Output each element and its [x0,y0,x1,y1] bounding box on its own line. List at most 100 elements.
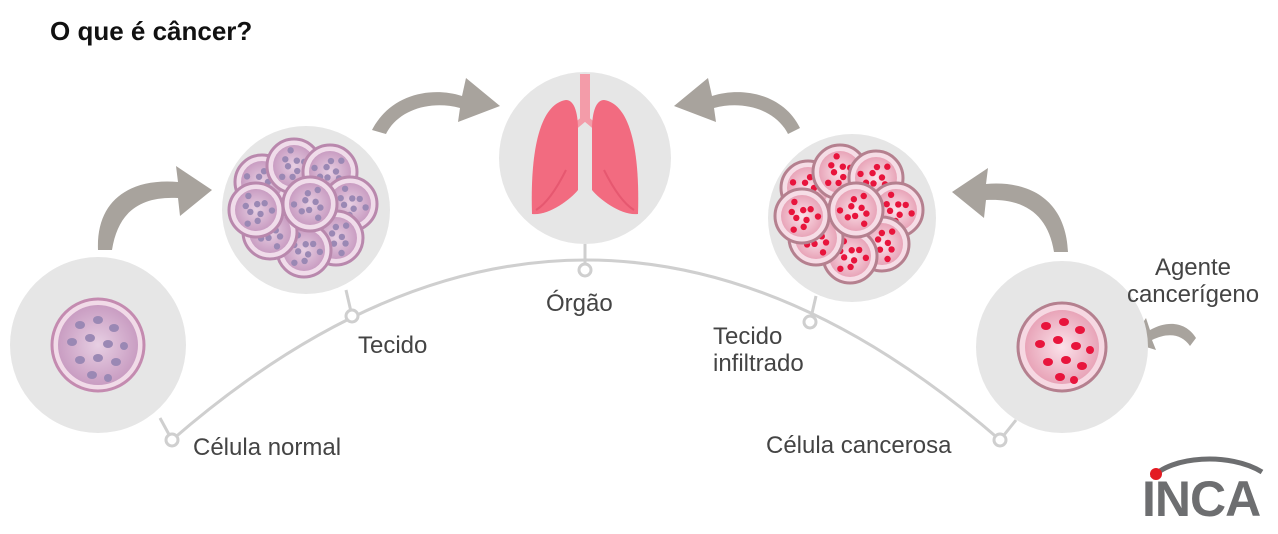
infiltrated-nucleus [837,265,844,272]
infiltrated-nucleus [862,254,870,262]
infiltrated-nucleus [850,257,858,264]
infiltrated-nucleus [840,254,848,261]
infiltrated-nucleus [814,213,822,220]
infiltrated-nucleus [858,204,865,212]
infiltrated-nucleus [896,211,903,218]
tissue-nucleus [328,230,336,237]
infiltrated-nucleus [803,216,810,224]
label-carcinogenic-agent: Agente cancerígeno [1118,254,1268,308]
infiltrated-nucleus [878,174,886,181]
infiltrated-nucleus [887,191,895,198]
infiltrated-nucleus [902,201,909,209]
tissue-nucleus [342,222,350,229]
tissue-nucleus [338,233,346,241]
infiltrated-nucleus [855,246,863,254]
label-normal-cell: Célula normal [193,434,342,461]
infiltrated-nucleus [791,198,798,206]
tissue-nucleus [349,195,356,202]
infiltrated-nucleus [850,196,858,203]
infiltrated-tissue-illustration [768,134,936,302]
infiltrated-nucleus [790,226,797,233]
tissue-nucleus [304,251,312,258]
infiltrated-nucleus [839,163,847,170]
tissue-nucleus [293,157,301,164]
tissue-nucleus [327,157,335,165]
inca-logo: INCA [1142,471,1261,527]
tissue-nucleus [317,204,324,211]
tissue-cell-body [235,189,277,231]
tissue-nucleus [304,190,312,197]
tissue-nucleus [342,240,349,247]
tissue-nucleus [341,185,349,192]
infiltrated-nucleus [806,173,814,181]
tissue-nucleus [291,259,298,266]
tissue-nucleus [332,223,340,231]
infiltrated-nucleus [869,169,876,177]
infiltrated-nucleus [828,162,835,169]
infiltrated-nucleus [884,239,892,247]
tissue-nucleus [337,194,344,202]
tissue-nucleus [255,173,263,180]
infiltrated-nucleus [874,236,882,243]
tissue-nucleus [323,163,330,171]
tissue-nucleus [284,163,292,170]
infiltrated-nucleus [788,208,795,216]
infiltrated-nucleus [895,201,902,208]
label-tissue: Tecido [358,332,428,359]
tissue-nucleus [298,208,305,215]
tissue-cell-body [289,183,331,225]
tissue-nucleus [276,233,284,240]
infiltrated-nucleus [883,200,890,208]
tissue-nucleus [294,248,302,255]
arrow-infiltrated-to-organ [674,78,800,134]
tissue-nucleus [312,198,319,206]
infiltrated-nucleus [801,179,809,186]
tissue-nucleus [242,202,249,210]
infiltrated-nucleus [860,192,867,200]
tissue-nucleus [244,220,251,227]
infiltrated-nucleus [870,180,877,187]
tissue-nucleus [311,164,318,172]
infiltrated-nucleus [800,223,807,231]
infiltrated-nucleus [848,247,855,254]
infiltrated-nucleus [807,206,814,213]
label-infiltrated-line1: Tecido [713,323,783,350]
tissue-nucleus [314,214,322,221]
tissue-nucleus [356,195,363,203]
tissue-nucleus [332,168,340,175]
tissue-nucleus [294,167,301,175]
infiltrated-nucleus [822,239,830,246]
normal-cell-illustration [10,257,186,433]
tissue-nucleus [282,156,289,163]
arc-connectors [158,244,1018,448]
tissue-nucleus [305,206,313,214]
logo-dot [1150,468,1162,480]
tissue-nucleus [290,201,298,208]
tissue-nucleus [245,192,252,200]
tissue-nucleus [254,200,261,208]
infiltrated-nucleus [830,169,838,176]
infiltrated-nucleus [884,255,891,263]
cancer-cell-illustration [976,261,1148,433]
infiltrated-nucleus [789,179,797,186]
label-cancer-cell: Célula cancerosa [766,432,952,459]
tissue-nucleus [338,157,345,164]
arrow-cell-to-tissue [97,166,212,250]
infiltrated-nucleus [851,212,859,220]
infiltrated-nucleus [825,179,832,187]
infiltrated-nucleus [847,263,854,271]
infiltrated-nucleus [908,210,915,217]
tissue-nucleus [302,241,309,248]
infiltrated-nucleus [857,170,864,178]
tissue-nucleus [287,147,294,154]
tissue-nucleus [254,217,261,225]
left-lung [531,100,578,215]
infiltrated-nucleus [888,246,895,253]
label-agent-line1: Agente [1154,254,1232,281]
tissue-nucleus [324,174,331,181]
infiltrated-nucleus [835,179,842,187]
infiltrated-nucleus [884,163,891,170]
tissue-nucleus [260,167,268,175]
tissue-nucleus [247,208,254,216]
infiltrated-nucleus [863,210,870,217]
